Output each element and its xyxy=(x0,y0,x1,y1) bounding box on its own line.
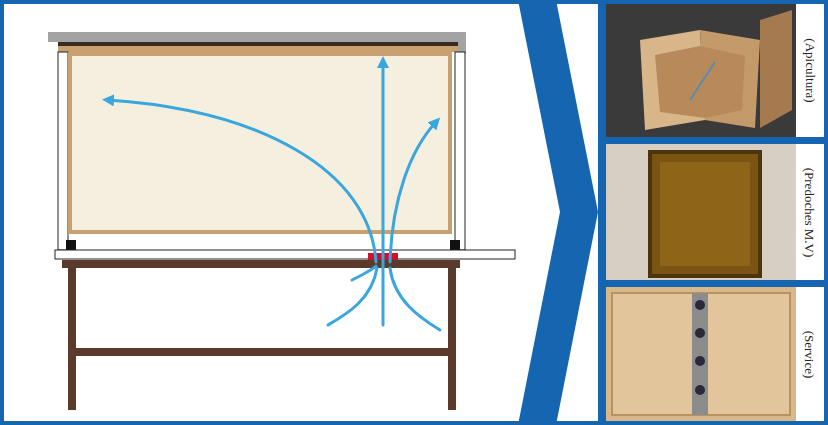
airflow xyxy=(108,62,440,330)
photo-caption: (Apicultura) xyxy=(802,38,817,102)
box-lid xyxy=(760,10,792,128)
photo xyxy=(606,4,796,137)
photo-caption: (Service) xyxy=(802,330,817,378)
chevron xyxy=(518,0,598,425)
roof xyxy=(48,32,466,42)
airflow-arrow xyxy=(352,266,376,280)
table-top xyxy=(62,260,460,268)
photo xyxy=(606,144,796,280)
hole xyxy=(695,356,705,366)
airflow-arrow xyxy=(328,268,377,325)
photo-panel xyxy=(606,4,824,137)
table-rail xyxy=(76,348,448,356)
board xyxy=(612,293,790,415)
left-wall xyxy=(58,52,68,250)
airflow-arrow xyxy=(390,268,440,330)
frame-box xyxy=(70,54,450,232)
box-inside xyxy=(655,46,745,118)
table-leg xyxy=(448,268,456,410)
tape xyxy=(692,293,708,415)
tray xyxy=(650,152,760,276)
photo-caption: (Predoches M.V) xyxy=(802,167,817,257)
airflow-arrow xyxy=(390,122,436,262)
lid xyxy=(58,46,458,52)
airflow-arrow xyxy=(382,62,385,325)
lid-line xyxy=(58,42,458,46)
hole xyxy=(695,328,705,338)
photo xyxy=(606,287,796,421)
box-detail xyxy=(690,62,715,100)
airflow-arrow xyxy=(108,100,376,262)
photo-panel xyxy=(606,287,824,421)
right-wall xyxy=(455,52,465,250)
photo-panel xyxy=(606,144,824,280)
tray-inside xyxy=(660,162,750,266)
bottom-board xyxy=(55,250,515,259)
spacer xyxy=(66,240,76,250)
hole xyxy=(695,385,705,395)
spacer xyxy=(450,240,460,250)
hole xyxy=(695,300,705,310)
table-leg xyxy=(68,268,76,410)
right-panel xyxy=(598,0,828,425)
